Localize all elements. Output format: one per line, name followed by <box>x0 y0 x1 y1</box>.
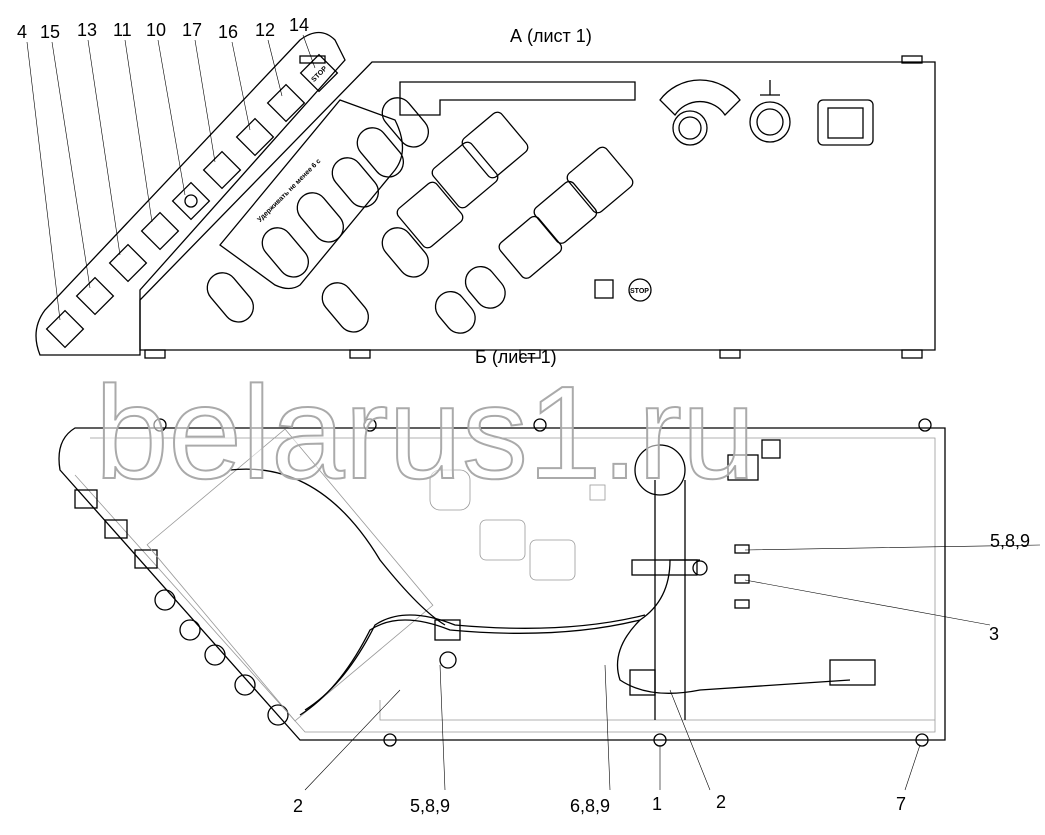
callout-5-8-9-right: 5,8,9 <box>990 531 1030 551</box>
view-a-title: А (лист 1) <box>510 26 592 46</box>
callout-6-8-9: 6,8,9 <box>570 796 610 816</box>
view-a-panel: А (лист 1) STOP 4 15 13 11 10 17 16 <box>17 15 936 359</box>
callout-14: 14 <box>289 15 309 35</box>
wiring-harness <box>229 439 876 720</box>
callout-12: 12 <box>255 20 275 40</box>
strip-switches: STOP <box>45 53 339 349</box>
callout-10: 10 <box>146 20 166 40</box>
callout-13: 13 <box>77 20 97 40</box>
callout-4: 4 <box>17 22 27 42</box>
square-switches: STOP <box>396 111 652 334</box>
callout-15: 15 <box>40 22 60 42</box>
callout-2-right: 2 <box>716 792 726 812</box>
callout-2-left: 2 <box>293 796 303 816</box>
connectors <box>74 489 289 726</box>
switch-backs <box>146 428 606 722</box>
callout-16: 16 <box>218 22 238 42</box>
right-controls <box>659 79 874 146</box>
callout-7: 7 <box>896 794 906 814</box>
stop-lamp-label: STOP <box>630 288 649 295</box>
callout-17: 17 <box>182 20 202 40</box>
rocker-switches <box>206 97 430 333</box>
hold-note: Удерживать не менее 6 с <box>256 158 322 224</box>
view-b-title: Б (лист 1) <box>475 347 557 367</box>
view-a-callouts: 4 15 13 11 10 17 16 12 14 <box>17 15 316 321</box>
watermark: belarus1.ru <box>95 359 755 506</box>
view-b-panel: 5,8,9 3 2 5,8,9 6,8,9 1 2 7 <box>58 418 1041 816</box>
callout-3: 3 <box>989 624 999 644</box>
callout-11: 11 <box>113 20 132 40</box>
callout-1: 1 <box>652 794 662 814</box>
callout-5-8-9-bottom: 5,8,9 <box>410 796 450 816</box>
